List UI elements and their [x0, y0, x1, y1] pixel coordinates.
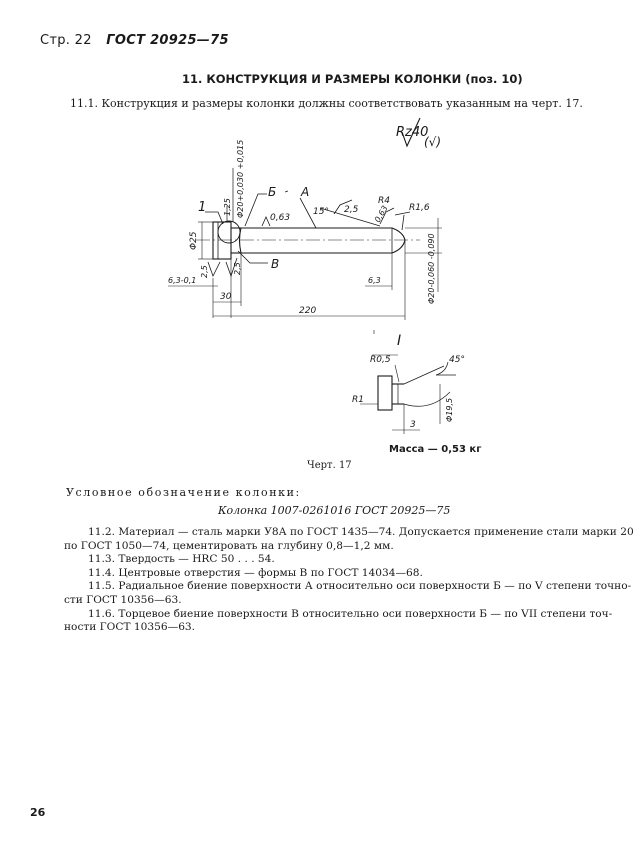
- label-leader-1: 1: [198, 200, 206, 215]
- mass-text: Масса — 0,53 кг: [389, 444, 482, 455]
- list-item: сти ГОСТ 10356—63.: [64, 593, 182, 606]
- label-dia-25: Φ25: [189, 231, 199, 250]
- roughness-bracket: (√): [424, 135, 441, 149]
- label-dim-63-left: 6,3-0,1: [168, 276, 196, 285]
- detail-title: I: [397, 333, 401, 349]
- label-zone-v: В: [271, 257, 279, 271]
- detail-dim-3: 3: [410, 420, 416, 430]
- label-dia-head-tol: Φ20+0,030 +0,015: [236, 140, 245, 218]
- label-dia-shaft: Φ20-0,060 -0,090: [427, 233, 436, 304]
- intro-paragraph: 11.1. Конструкция и размеры колонки долж…: [70, 97, 583, 110]
- roughness-symbol: Rz40: [396, 125, 428, 140]
- list-item: ности ГОСТ 10356—63.: [64, 621, 196, 634]
- list-item: по ГОСТ 1050—74, цементировать на глубин…: [64, 539, 394, 552]
- detail-angle-45: 45°: [449, 355, 465, 365]
- list-item: 11.4. Центровые отверстия — формы В по Г…: [88, 566, 423, 579]
- label-rough-25-left: 2,5: [200, 265, 209, 278]
- technical-drawing: 1 Б А В 1,25 Φ20+0,030 +0,015 0,63 15° 2…: [168, 117, 465, 434]
- detail-view: [360, 330, 456, 434]
- label-angle-15: 15°: [313, 207, 329, 217]
- list-item: 11.2. Материал — сталь марки У8А по ГОСТ…: [88, 526, 634, 538]
- label-rough-063-right: 0,63: [373, 204, 390, 224]
- detail-radius-r05: R0,5: [370, 355, 391, 365]
- section-title: 11. КОНСТРУКЦИЯ И РАЗМЕРЫ КОЛОНКИ (поз. …: [182, 72, 523, 86]
- label-dim-30: 30: [220, 292, 232, 302]
- label-radius-r4: R4: [378, 196, 390, 206]
- figure-caption: Черт. 17: [307, 460, 352, 471]
- label-dim-220: 220: [299, 306, 316, 316]
- label-tol-small-dia: 1,25: [223, 198, 232, 216]
- label-rough-25-inner: 2,5: [233, 262, 242, 275]
- label-dim-63-right: 6,3: [368, 276, 381, 285]
- list-item: 11.3. Твердость — HRC 50 . . . 54.: [88, 553, 275, 566]
- list-item: 11.6. Торцевое биение поверхности В отно…: [88, 607, 613, 620]
- label-rough-063: 0,63: [270, 213, 290, 223]
- pin-shaft: [241, 227, 406, 254]
- label-zone-a: А: [300, 185, 309, 199]
- label-rough-25-top: 2,5: [344, 205, 359, 215]
- list-item: 11.5. Радиальное биение поверхности А от…: [88, 580, 632, 593]
- designation-value: Колонка 1007-0261016 ГОСТ 20925—75: [218, 504, 451, 517]
- detail-dia-195: Φ19,5: [445, 398, 454, 422]
- standard-number: ГОСТ 20925—75: [106, 33, 229, 48]
- footer-page-number: 26: [30, 806, 46, 819]
- detail-radius-r1: R1: [352, 395, 364, 405]
- running-header: Стр. 22 ГОСТ 20925—75: [40, 33, 229, 48]
- label-radius-r16: R1,6: [409, 203, 430, 213]
- roughness-mark: [401, 117, 421, 148]
- page-label: Стр. 22: [40, 33, 92, 48]
- label-zone-b-cyr: Б: [268, 185, 276, 199]
- requirements-list: 11.2. Материал — сталь марки У8А по ГОСТ…: [64, 526, 634, 635]
- designation-label: Условное обозначение колонки:: [66, 486, 301, 499]
